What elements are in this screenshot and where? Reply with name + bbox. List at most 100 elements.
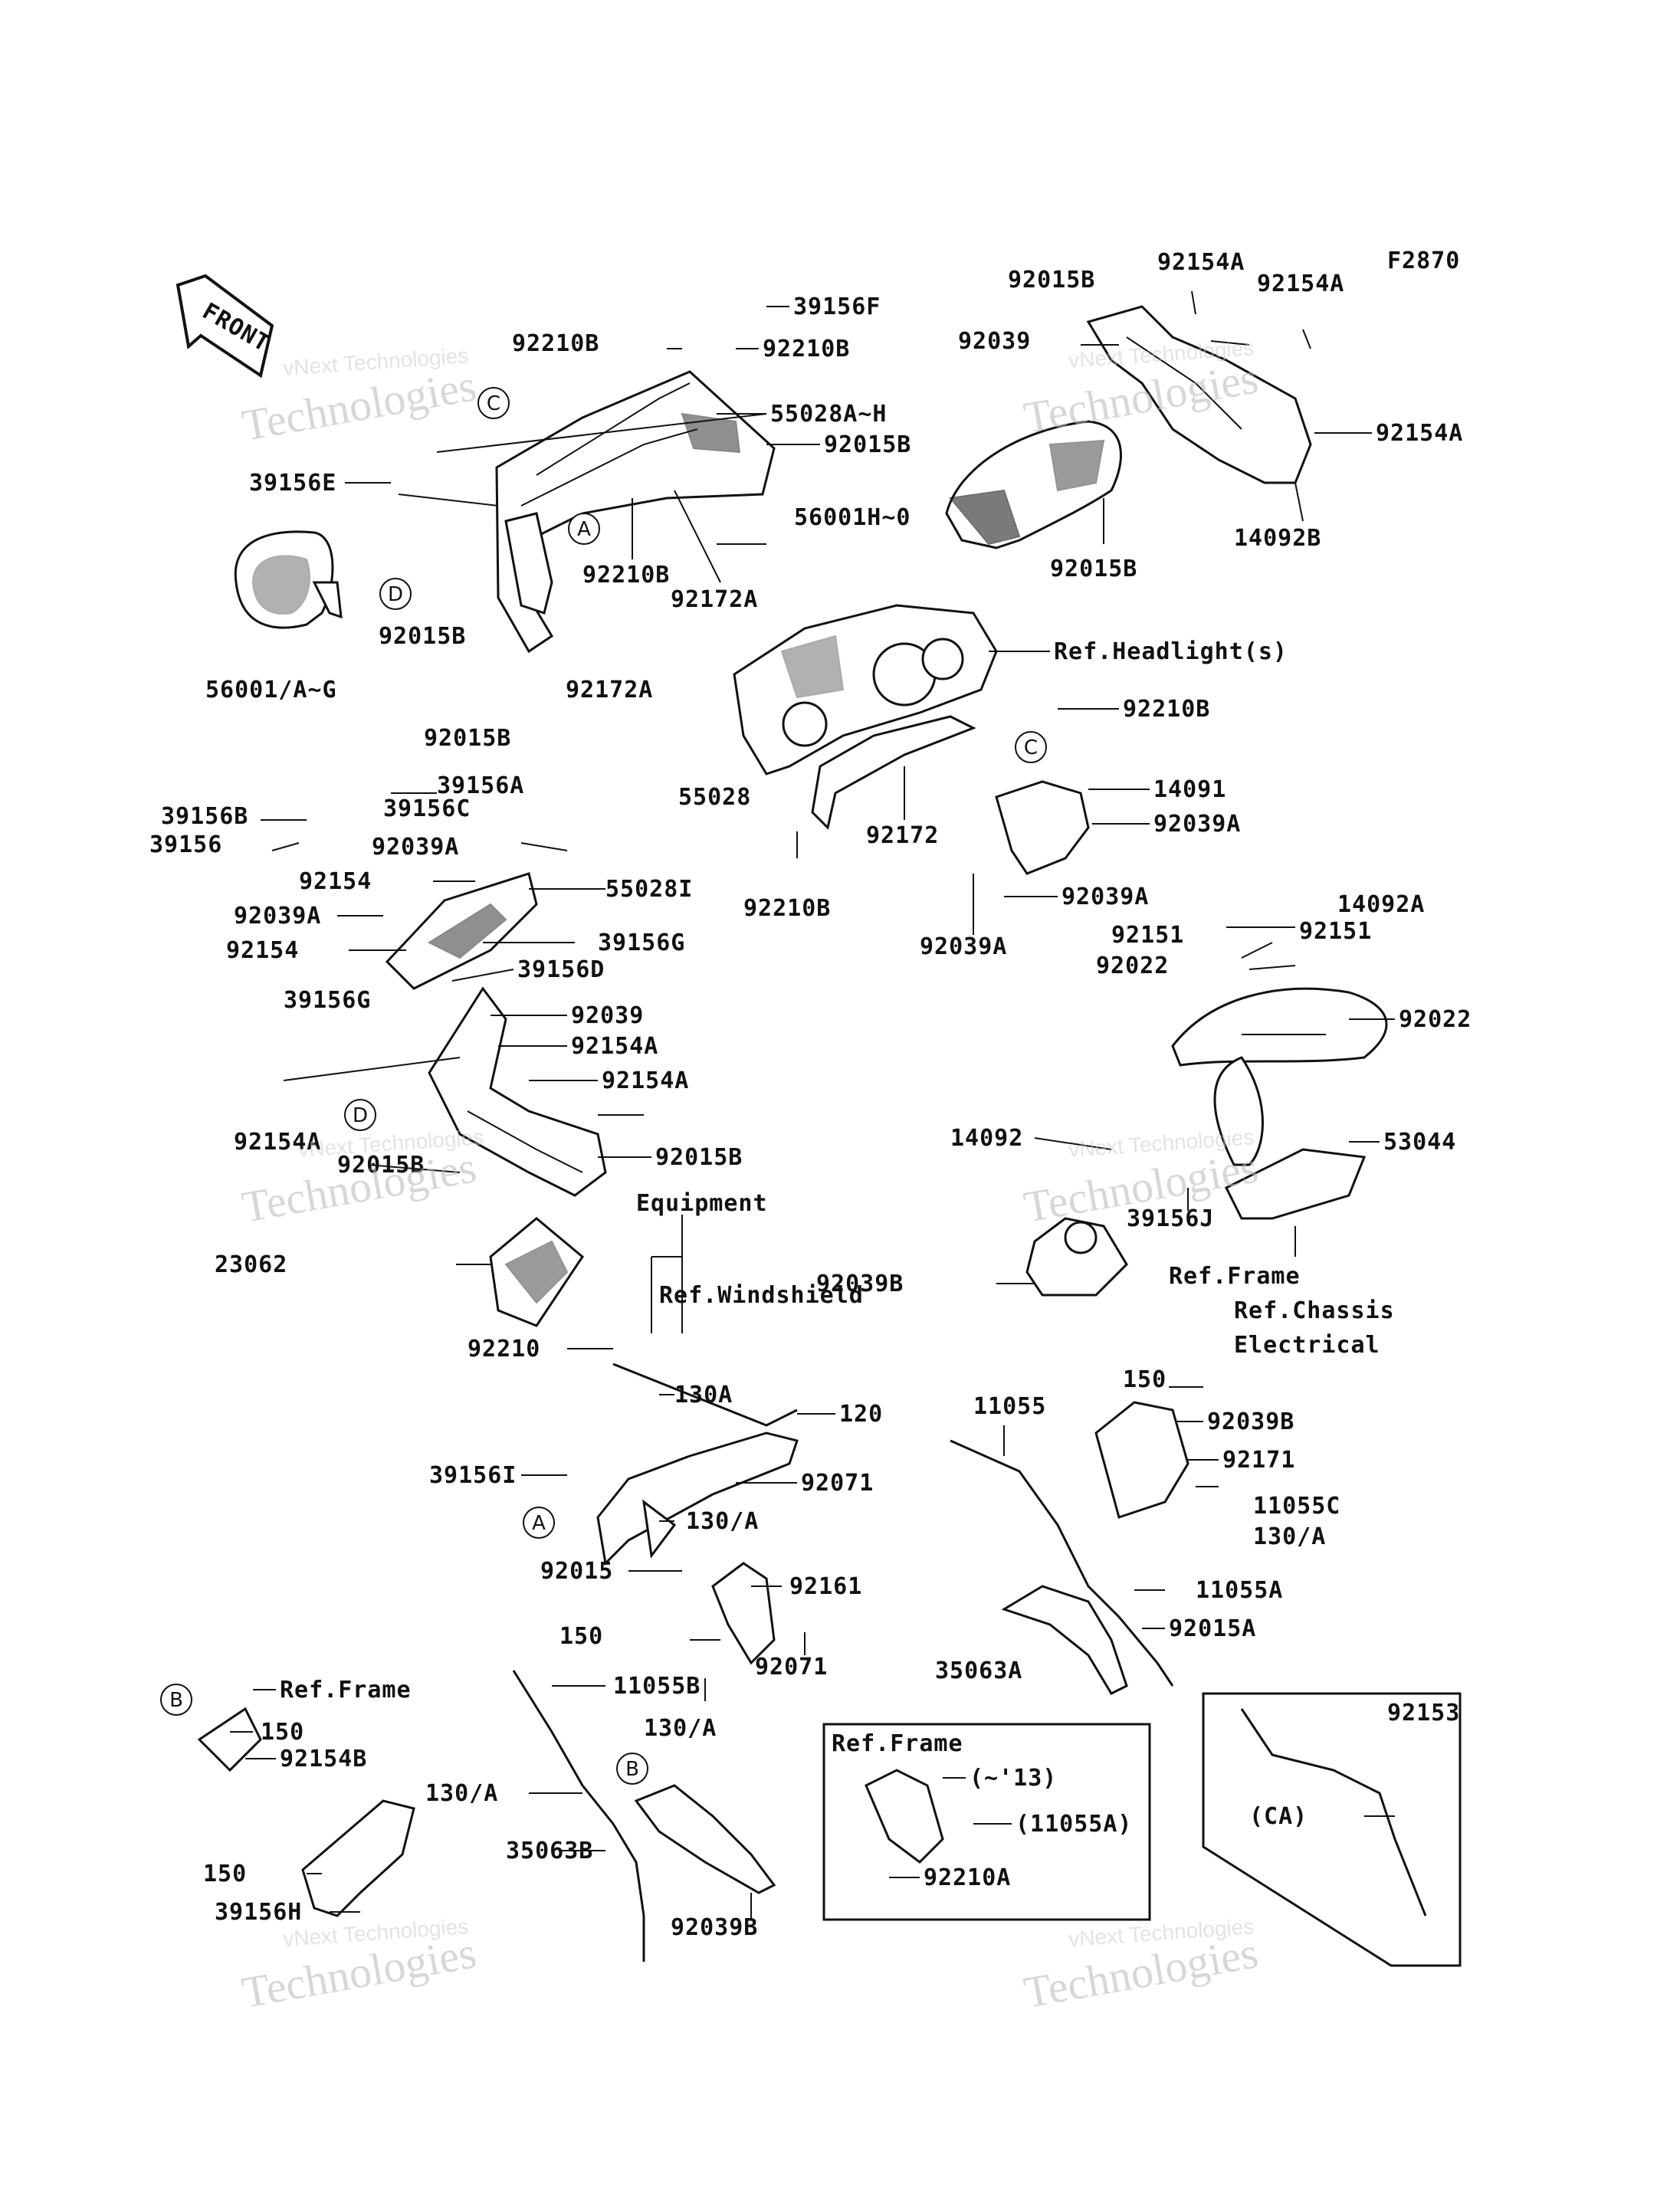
part-label: 92015B xyxy=(655,1144,743,1171)
part-label: 11055A xyxy=(1196,1577,1283,1604)
part-label: 39156A xyxy=(437,772,524,799)
ref-circle-D1: D xyxy=(379,578,412,610)
part-label: 92154A xyxy=(571,1033,658,1060)
part-label: 11055B xyxy=(613,1673,701,1700)
part-label: 92154A xyxy=(1157,249,1245,276)
side-cover-55028I-drawing xyxy=(385,872,538,990)
mirror-left-drawing xyxy=(234,530,343,629)
part-label: 130/A xyxy=(1253,1523,1326,1550)
part-label: 39156G xyxy=(598,930,685,956)
part-label: Ref.Frame xyxy=(832,1730,963,1757)
part-label: 92210B xyxy=(512,330,599,357)
part-label: Electrical xyxy=(1234,1332,1380,1359)
part-label: (CA) xyxy=(1249,1803,1308,1830)
part-label: 92015 xyxy=(540,1558,613,1585)
part-label: Ref.Frame xyxy=(280,1677,412,1703)
frame-mount-drawing xyxy=(1025,1217,1128,1297)
part-label: 92151 xyxy=(1299,918,1372,945)
part-label: Ref.Headlight(s) xyxy=(1054,638,1288,665)
ref-letter: C xyxy=(1024,736,1038,759)
part-label: 11055C xyxy=(1253,1493,1340,1520)
part-label: 92154 xyxy=(226,937,299,964)
part-label: 150 xyxy=(559,1623,603,1650)
duct-55028-drawing xyxy=(811,715,976,830)
part-label: 35063A xyxy=(935,1658,1022,1684)
part-label: 92161 xyxy=(789,1573,862,1600)
part-label: 23062 xyxy=(215,1251,287,1278)
part-label: 92015B xyxy=(1008,267,1095,293)
part-label: 92039B xyxy=(671,1914,758,1941)
part-label: 39156 xyxy=(149,831,222,858)
windshield-bracket-drawing xyxy=(489,1217,584,1327)
lower-cover-14092A-drawing xyxy=(428,986,607,1197)
part-label: 56001/A~G xyxy=(205,677,337,703)
headlight-drawing xyxy=(733,604,998,776)
part-label: 92022 xyxy=(1399,1006,1472,1033)
part-label: 92171 xyxy=(1222,1447,1295,1474)
part-label: 92210B xyxy=(582,562,670,589)
part-label: 92015B xyxy=(337,1152,425,1179)
part-label: 92210B xyxy=(743,895,831,922)
part-label: 92172A xyxy=(671,586,758,613)
part-label: 92039A xyxy=(1061,884,1149,910)
ref-letter: D xyxy=(353,1104,368,1127)
ref-circle-B2: B xyxy=(616,1753,648,1785)
part-label: 92154A xyxy=(602,1067,689,1094)
part-label: 55028 xyxy=(678,784,751,811)
part-label: Equipment xyxy=(636,1190,768,1217)
part-label: 130/A xyxy=(686,1508,759,1535)
part-label: 92015B xyxy=(1050,556,1137,582)
part-label: 92015B xyxy=(379,623,466,650)
inner-cover-14091-drawing xyxy=(995,780,1090,875)
part-label: 130/A xyxy=(644,1715,717,1742)
inset-box-ca xyxy=(1202,1692,1462,1967)
ref-circle-C1: C xyxy=(477,387,510,419)
part-label: 14092 xyxy=(950,1125,1023,1152)
ref-letter: A xyxy=(577,518,591,541)
part-label: (11055A) xyxy=(1016,1811,1133,1838)
part-label: 39156D xyxy=(517,956,605,983)
part-label: 92039B xyxy=(1207,1408,1294,1435)
part-label: 39156I xyxy=(429,1462,517,1489)
part-label: 92154B xyxy=(280,1746,367,1772)
windscreen-14092-drawing xyxy=(1171,987,1388,1166)
ref-circle-C2: C xyxy=(1015,731,1047,763)
part-label: 14092B xyxy=(1234,525,1321,552)
part-label: 92039A xyxy=(1153,811,1241,838)
part-label: (~'13) xyxy=(970,1765,1057,1792)
part-label: 120 xyxy=(839,1401,883,1428)
cover-39156H-drawing xyxy=(301,1799,415,1917)
leader-lines xyxy=(230,290,1395,1920)
part-label: 92154 xyxy=(299,868,372,895)
inset-box-2013 xyxy=(822,1723,1151,1921)
ref-letter: C xyxy=(487,392,500,415)
bracket-39156I-drawing xyxy=(1094,1401,1189,1519)
part-label: 92039 xyxy=(958,328,1031,355)
inset-stay-drawing xyxy=(865,1769,944,1864)
ref-letter: A xyxy=(532,1512,546,1535)
part-label: 92210B xyxy=(1123,696,1210,723)
part-label: 39156E xyxy=(249,470,336,497)
ref-letter: B xyxy=(625,1758,639,1781)
part-label: 92015A xyxy=(1169,1615,1256,1642)
part-label: 92153 xyxy=(1387,1700,1460,1726)
ref-circle-A1: A xyxy=(568,513,600,545)
part-label: 92154A xyxy=(234,1129,321,1156)
ref-circle-D2: D xyxy=(344,1099,376,1131)
part-label: 39156F xyxy=(793,293,881,320)
part-label: 92210B xyxy=(763,336,850,362)
part-label: 150 xyxy=(203,1861,247,1887)
part-label: 92071 xyxy=(801,1470,874,1497)
part-label: 92210A xyxy=(924,1864,1011,1891)
ref-circle-A2: A xyxy=(523,1507,555,1539)
part-label: 92015B xyxy=(824,431,911,458)
part-label: 92151 xyxy=(1111,922,1184,949)
part-label: Ref.Frame xyxy=(1169,1263,1301,1290)
part-label: 92071 xyxy=(755,1654,828,1681)
part-label: 92039B xyxy=(816,1271,904,1297)
part-label: Ref.Windshield xyxy=(659,1282,864,1309)
part-label: 92039A xyxy=(920,933,1007,960)
part-label: 53044 xyxy=(1383,1129,1456,1156)
stay-11055A-drawing xyxy=(711,1562,776,1665)
